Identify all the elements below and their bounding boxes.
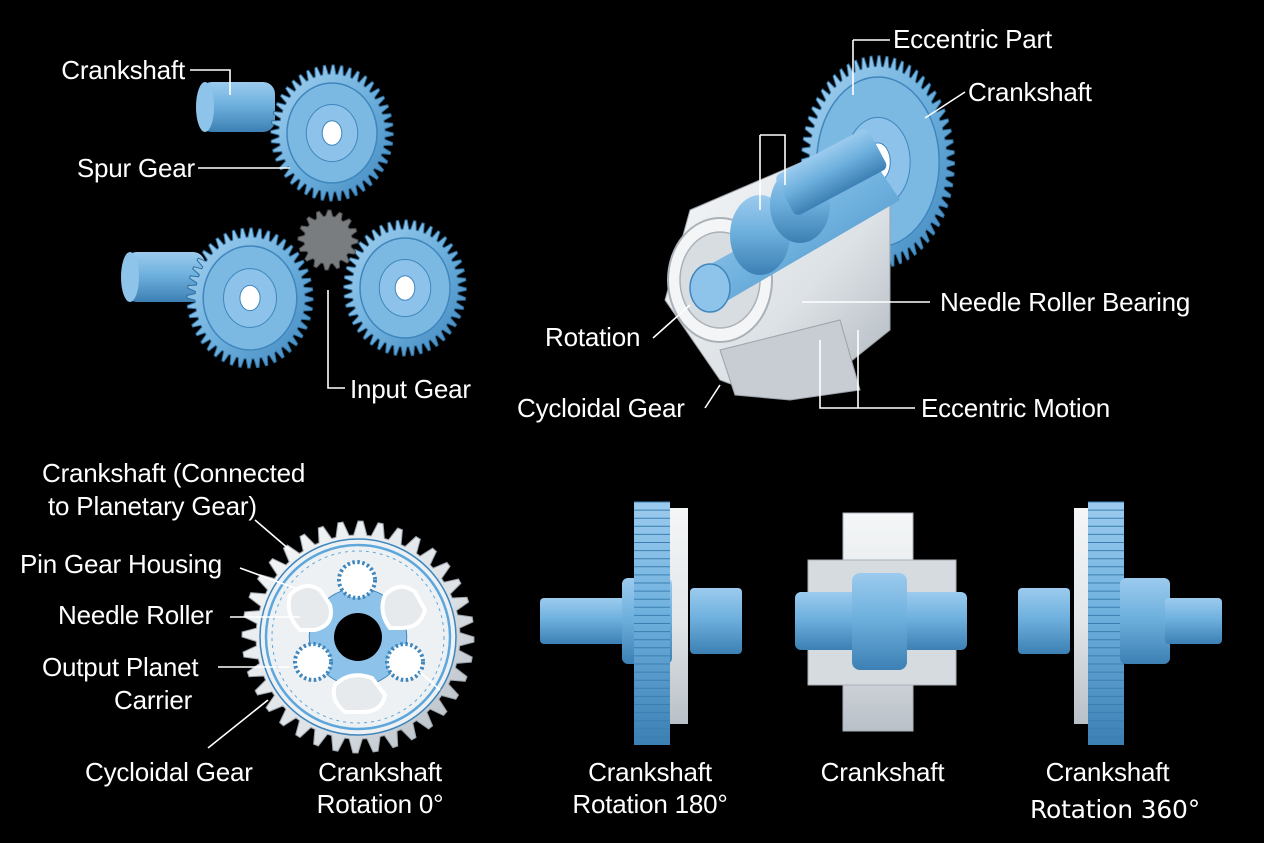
label-eccentric-motion: Eccentric Motion [921, 393, 1110, 423]
caption-rotation-180-line2: Rotation 180° [572, 789, 728, 819]
caption-rotation-0-line2: Rotation 0° [316, 789, 444, 819]
label-needle-roller-bearing: Needle Roller Bearing [940, 287, 1191, 317]
label-needle-roller: Needle Roller [58, 600, 213, 630]
label-crankshaft-spur: Crankshaft [61, 55, 185, 85]
caption-rotation-0-line1: Crankshaft [318, 757, 442, 787]
caption-rotation-180-line1: Crankshaft [588, 757, 712, 787]
rotation-sequence [540, 501, 1222, 745]
gear1-bore [321, 120, 343, 146]
caption-rotation-360-line2: Rotation 360° [1029, 795, 1201, 824]
gear2-bore [239, 284, 261, 312]
label-crankshaft-connected-line1: Crankshaft (Connected [42, 458, 306, 488]
needle-roller-ring [271, 550, 445, 724]
label-rotation: Rotation [545, 322, 641, 352]
side-view-180 [540, 501, 742, 745]
needle-roller-3 [385, 642, 425, 682]
label-spur-gear: Spur Gear [76, 153, 195, 183]
label-output-planet-carrier-line1: Output Planet [42, 652, 199, 682]
label-eccentric-part: Eccentric Part [893, 24, 1053, 54]
needle-roller-2 [293, 642, 333, 682]
spur-gear-lower-right [343, 219, 467, 357]
label-pin-gear-housing: Pin Gear Housing [20, 549, 223, 579]
gear3-bore [394, 275, 416, 301]
caption-rotation-360-line1: Crankshaft [1045, 757, 1170, 787]
input-gear [297, 209, 359, 271]
needle-rollers [293, 560, 425, 682]
exploded-view [664, 55, 955, 401]
side-view-middle [795, 512, 967, 732]
label-crankshaft-exploded: Crankshaft [968, 77, 1092, 107]
crankshaft-upper [196, 82, 275, 132]
leader-lines [190, 39, 966, 749]
label-output-planet-carrier-line2: Carrier [114, 685, 193, 715]
label-cycloidal-gear-front: Cycloidal Gear [85, 757, 253, 787]
crankshaft-exploded [689, 129, 900, 313]
pin-gear-housing-ring [264, 543, 452, 731]
output-planet-carrier-windows [286, 584, 428, 714]
label-input-gear: Input Gear [350, 374, 471, 404]
spur-gear-lower-left [186, 227, 314, 369]
front-view [241, 520, 475, 754]
spur-gear-upper [270, 64, 394, 202]
spur-gear-assembly [121, 64, 467, 369]
gearInput-teeth [297, 209, 359, 271]
caption-crankshaft-middle: Crankshaft [820, 757, 945, 787]
label-cycloidal-gear-exploded: Cycloidal Gear [517, 393, 685, 423]
label-crankshaft-connected-line2: to Planetary Gear) [48, 491, 257, 521]
crankshaft-lower [121, 252, 205, 302]
side-view-360 [1018, 501, 1222, 745]
center-bore [334, 613, 382, 661]
needle-roller-1 [337, 560, 377, 600]
